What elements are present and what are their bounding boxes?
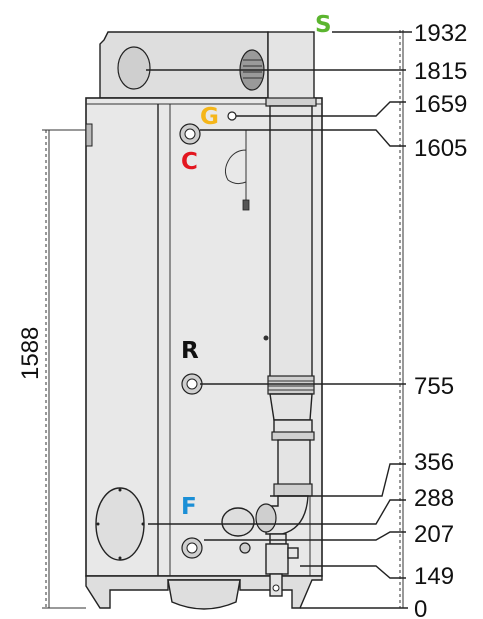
dim-1932: 1932 xyxy=(414,20,467,47)
small-hatch xyxy=(221,507,255,537)
flue-pipe-top xyxy=(267,31,315,103)
dim-0: 0 xyxy=(414,596,427,619)
marker-g: G xyxy=(200,104,219,130)
base-feet xyxy=(85,575,323,609)
marker-r: R xyxy=(181,338,199,364)
dim-1815: 1815 xyxy=(414,58,467,85)
condensate-trap xyxy=(265,543,289,575)
port-g xyxy=(227,111,237,121)
sight-tube xyxy=(85,123,93,147)
flue-pipe xyxy=(269,105,313,379)
dim-207: 207 xyxy=(414,521,454,548)
hood-port-left xyxy=(117,46,151,90)
dim-149: 149 xyxy=(414,563,454,590)
dim-1605: 1605 xyxy=(414,135,467,162)
marker-c: C xyxy=(181,149,198,175)
marker-f: F xyxy=(181,494,197,520)
dim-1659: 1659 xyxy=(414,91,467,118)
dim-755: 755 xyxy=(414,373,454,400)
dim-height-left: 1588 xyxy=(17,327,44,380)
left-height-dimension xyxy=(42,129,86,609)
marker-s: S xyxy=(315,12,332,38)
dim-356: 356 xyxy=(414,449,454,476)
leader-lines xyxy=(146,31,412,609)
inspection-hatch xyxy=(95,487,145,561)
sensor-cable xyxy=(224,130,247,206)
drain-bowl xyxy=(167,579,241,610)
flue-coupling xyxy=(267,375,315,395)
dim-288: 288 xyxy=(414,485,454,512)
port-drain xyxy=(239,542,251,554)
